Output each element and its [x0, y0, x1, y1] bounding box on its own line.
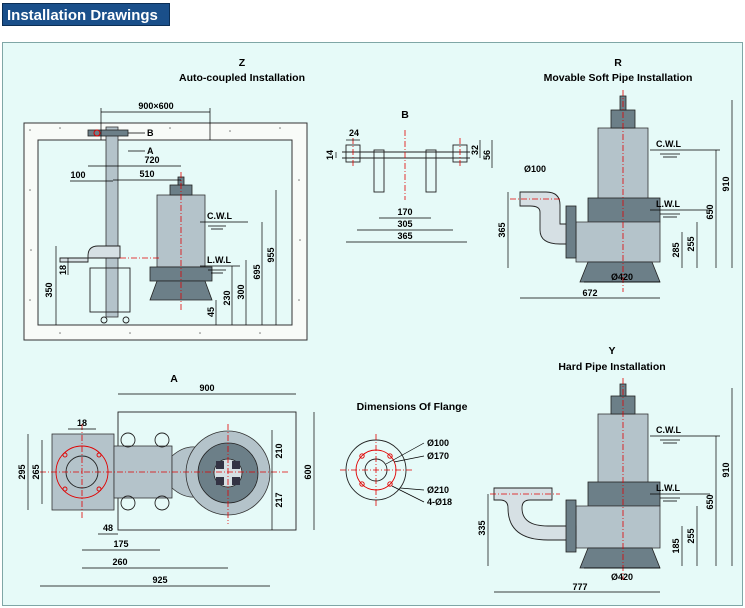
z-dim-720: 720	[144, 155, 159, 165]
b-dim-305: 305	[397, 219, 412, 229]
r-dim-650: 650	[705, 204, 715, 219]
z-dim-955: 955	[266, 247, 276, 262]
flange-title: Dimensions Of Flange	[357, 401, 468, 413]
b-dim-14: 14	[325, 150, 335, 160]
r-pump-volute	[575, 221, 661, 263]
b-dim-56: 56	[482, 150, 492, 160]
z-dim-100: 100	[70, 170, 85, 180]
a-dim-925: 925	[152, 575, 167, 585]
flange-d210: Ø210	[427, 485, 449, 495]
y-pump-flange	[587, 481, 661, 507]
r-soft-pipe	[519, 191, 575, 245]
view-r: R Movable Soft Pipe Installation C.W.L L…	[497, 57, 733, 299]
r-dim-910: 910	[721, 176, 731, 191]
y-lwl: L.W.L	[656, 483, 680, 493]
z-cwl: C.W.L	[207, 211, 232, 221]
y-dim-910: 910	[721, 462, 731, 477]
z-dim-695: 695	[252, 264, 262, 279]
view-b-letter: B	[401, 109, 409, 121]
b-dim-170: 170	[397, 207, 412, 217]
r-dim-255: 255	[686, 236, 696, 251]
view-a: A 900 18 295 265 210 217 600 48 17	[17, 373, 315, 587]
view-r-title: Movable Soft Pipe Installation	[544, 72, 693, 84]
z-coupling-base	[89, 267, 131, 313]
a-outlet-flange	[51, 433, 115, 511]
y-dim-335: 335	[477, 520, 487, 535]
flange-holes: 4-Ø18	[427, 497, 452, 507]
view-z-title: Auto-coupled Installation	[179, 72, 305, 84]
r-dim-672: 672	[582, 288, 597, 298]
view-b: B 24 14 32 56 170 305 365	[325, 109, 493, 243]
view-flange: Dimensions Of Flange Ø100 Ø170 Ø210 4-Ø1…	[340, 401, 468, 507]
pit-wall	[23, 122, 308, 341]
a-dim-210: 210	[274, 443, 284, 458]
a-dim-18: 18	[77, 418, 87, 428]
pit-hatch	[29, 127, 301, 334]
view-a-letter: A	[170, 373, 178, 385]
a-dim-600: 600	[303, 464, 313, 479]
a-dim-900: 900	[199, 383, 214, 393]
z-dim-45: 45	[206, 307, 216, 317]
y-cwl: C.W.L	[656, 425, 681, 435]
r-dim-420: Ø420	[611, 272, 633, 282]
z-dim-300: 300	[236, 284, 246, 299]
r-dim-285: 285	[671, 242, 681, 257]
z-dim-18: 18	[58, 265, 68, 275]
y-dim-777: 777	[572, 582, 587, 592]
a-dim-265: 265	[31, 464, 41, 479]
r-dim-d100: Ø100	[524, 164, 546, 174]
guide-hook	[93, 129, 101, 137]
z-label-b: B	[147, 128, 154, 138]
a-dim-175: 175	[113, 539, 128, 549]
banner-title: Installation Drawings	[7, 7, 158, 24]
r-cwl: C.W.L	[656, 139, 681, 149]
a-dim-48: 48	[103, 523, 113, 533]
view-y-letter: Y	[608, 345, 615, 357]
flange-d170: Ø170	[427, 451, 449, 461]
view-y: Y Hard Pipe Installation C.W.L L.W.L 335…	[477, 345, 733, 593]
r-pump-flange	[587, 197, 661, 223]
z-lwl: L.W.L	[207, 255, 231, 265]
page-banner: Installation Drawings	[2, 3, 170, 26]
a-dim-295: 295	[17, 464, 27, 479]
z-dim-pit: 900×600	[138, 101, 173, 111]
z-dim-350: 350	[44, 282, 54, 297]
view-z-letter: Z	[239, 57, 246, 69]
a-dim-260: 260	[112, 557, 127, 567]
r-dim-365: 365	[497, 222, 507, 237]
flange-d100: Ø100	[427, 438, 449, 448]
b-dim-32: 32	[470, 145, 480, 155]
y-hard-pipe	[493, 487, 577, 541]
y-pump-volute	[575, 505, 661, 549]
y-dim-185: 185	[671, 538, 681, 553]
view-r-letter: R	[614, 57, 622, 69]
z-label-a: A	[147, 146, 154, 156]
view-y-title: Hard Pipe Installation	[558, 361, 665, 373]
z-dim-230: 230	[222, 290, 232, 305]
view-z: Z Auto-coupled Installation B A C.W.L	[23, 57, 308, 341]
a-dim-217: 217	[274, 492, 284, 507]
y-dim-650: 650	[705, 494, 715, 509]
bracket-rail-right	[425, 149, 437, 193]
z-discharge-pipe	[59, 245, 121, 263]
y-dim-420: Ø420	[611, 572, 633, 582]
guide-rail	[105, 126, 119, 318]
b-dim-24: 24	[349, 128, 359, 138]
b-dim-365: 365	[397, 231, 412, 241]
bracket-rail-left	[373, 149, 385, 193]
r-lwl: L.W.L	[656, 199, 680, 209]
z-dim-510: 510	[139, 169, 154, 179]
y-dim-255: 255	[686, 528, 696, 543]
